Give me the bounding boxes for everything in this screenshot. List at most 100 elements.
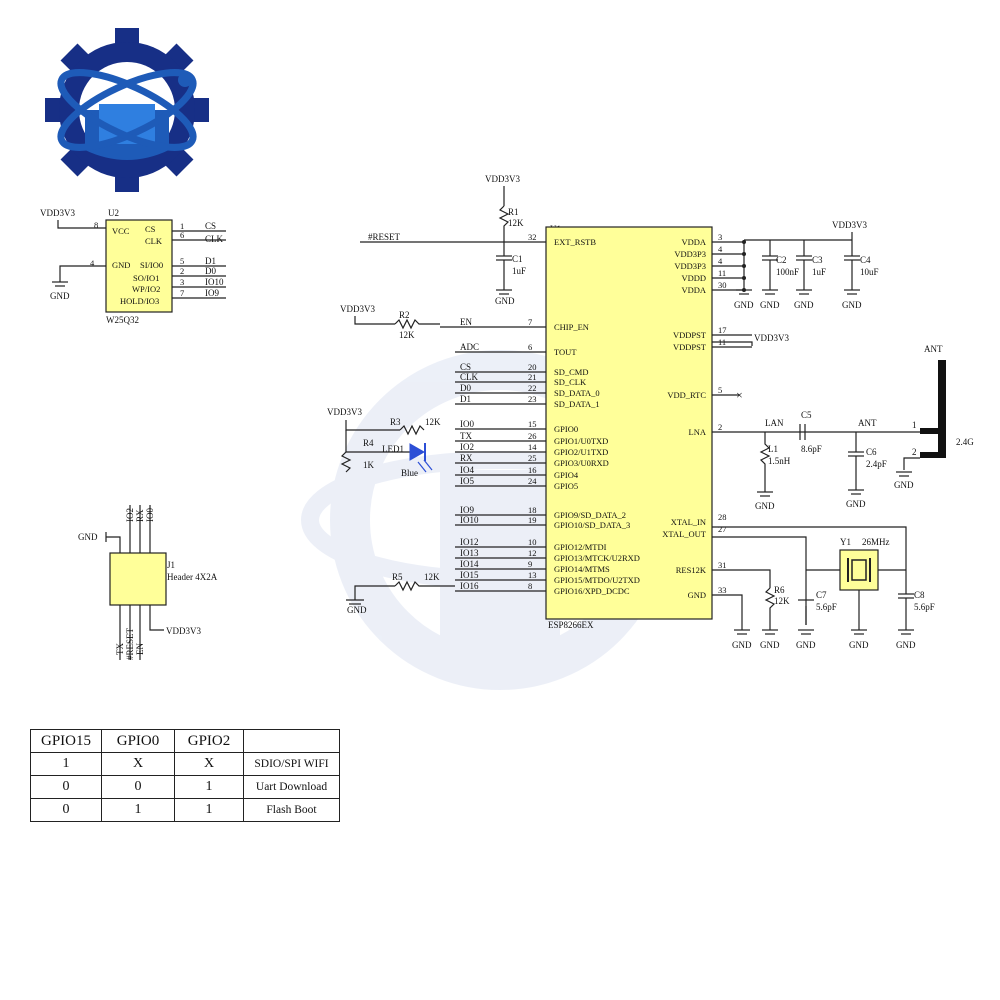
pin-name: VDD3P3 <box>674 249 706 259</box>
svg-text:R1: R1 <box>508 207 519 217</box>
net-label: RX <box>460 453 473 463</box>
pin-name: VDD_RTC <box>667 390 706 400</box>
gnd-label: GND <box>796 640 816 650</box>
pin-name: SD_CLK <box>554 377 587 387</box>
mcu-left-pin: SD_CMD 20 CS <box>455 362 588 377</box>
gnd-label: GND <box>849 640 869 650</box>
svg-text:GND: GND <box>894 480 914 490</box>
gnd-label: GND <box>760 640 780 650</box>
svg-text:VDD3V3: VDD3V3 <box>40 208 75 218</box>
pin-name: XTAL_IN <box>671 517 706 527</box>
svg-text:GND: GND <box>347 605 367 615</box>
header-gpio0: GPIO0 <box>101 729 175 753</box>
pin-number: 3 <box>718 232 722 242</box>
pin-number: 31 <box>718 560 727 570</box>
svg-text:VCC: VCC <box>112 226 130 236</box>
svg-text:1K: 1K <box>363 460 375 470</box>
net-label: CS <box>460 362 471 372</box>
gnd-label: GND <box>734 300 754 310</box>
pin-number: 17 <box>718 325 727 335</box>
svg-text:R5: R5 <box>392 572 403 582</box>
pin-name: GPIO3/U0RXD <box>554 458 609 468</box>
pin-number: 19 <box>528 515 537 525</box>
pin-number: 20 <box>528 362 537 372</box>
svg-text:12K: 12K <box>774 596 790 606</box>
pin-number: 4 <box>718 244 723 254</box>
net-label: IO9 <box>460 505 474 515</box>
pin-name: CHIP_EN <box>554 322 589 332</box>
svg-text:C4: C4 <box>860 255 871 265</box>
pin-name: GPIO2/U1TXD <box>554 447 608 457</box>
svg-text:26MHz: 26MHz <box>862 537 890 547</box>
table-cell: 0 <box>30 775 102 799</box>
net-label: IO15 <box>460 570 479 580</box>
header-gpio15: GPIO15 <box>30 729 102 753</box>
svg-text:1: 1 <box>180 221 184 231</box>
pin-name: LNA <box>689 427 707 437</box>
net-label: #RESET <box>368 232 401 242</box>
header-j1: J1 Header 4X2A GND IO2 RX IO0 VDD3V3 TX … <box>78 505 218 660</box>
table-cell: X <box>101 752 175 776</box>
no-connect-icon: × <box>736 388 743 402</box>
svg-text:1: 1 <box>912 420 917 430</box>
svg-text:R3: R3 <box>390 417 401 427</box>
svg-text:C1: C1 <box>512 254 523 264</box>
res12k-ground: R6 12K <box>712 569 790 630</box>
boot-led-circuit: VDD3V3 R3 12K R4 1K LED1 Blue <box>327 407 441 478</box>
pin-number: 10 <box>528 537 537 547</box>
svg-text:VDD3V3: VDD3V3 <box>327 407 362 417</box>
svg-text:100nF: 100nF <box>776 267 799 277</box>
mcu-right-pin: VDD3P3 4 <box>674 244 746 259</box>
gnd-label: GND <box>842 300 862 310</box>
atom-gear-logo <box>45 28 209 192</box>
svg-text:12K: 12K <box>399 330 415 340</box>
svg-text:C6: C6 <box>866 447 877 457</box>
table-cell: X <box>174 752 244 776</box>
pin-number: 5 <box>718 385 722 395</box>
pin-number: 26 <box>528 431 537 441</box>
pin-name: VDDA <box>681 237 706 247</box>
table-header-row: GPIO15 GPIO0 GPIO2 <box>30 729 340 753</box>
pin-name: GPIO16/XPD_DCDC <box>554 586 630 596</box>
svg-text:1.5nH: 1.5nH <box>768 456 791 466</box>
svg-text:C7: C7 <box>816 590 827 600</box>
pin-number: 32 <box>528 232 537 242</box>
svg-text:D0: D0 <box>205 266 216 276</box>
svg-text:GND: GND <box>78 532 98 542</box>
table-cell: 1 <box>30 752 102 776</box>
table-cell: Uart Download <box>243 775 340 799</box>
svg-text:C5: C5 <box>801 410 812 420</box>
svg-text:GND: GND <box>755 501 775 511</box>
pin-name: GPIO13/MTCK/U2RXD <box>554 553 640 563</box>
gpio15-pulldown: R5 12K GND <box>346 572 455 615</box>
svg-text:8: 8 <box>94 220 98 230</box>
svg-text:L1: L1 <box>768 444 778 454</box>
svg-text:CLK: CLK <box>205 234 224 244</box>
svg-text:8.6pF: 8.6pF <box>801 444 822 454</box>
svg-text:CLK: CLK <box>145 236 163 246</box>
pin-number: 21 <box>528 372 537 382</box>
svg-text:VDD3V3: VDD3V3 <box>166 626 201 636</box>
svg-text:2: 2 <box>180 266 184 276</box>
pin-name: VDDD <box>681 273 706 283</box>
svg-text:IO2: IO2 <box>125 508 135 522</box>
table-row: 1 X X SDIO/SPI WIFI <box>30 752 340 776</box>
pin-name: EXT_RSTB <box>554 237 596 247</box>
svg-text:SO/IO1: SO/IO1 <box>133 273 159 283</box>
pin-number: 18 <box>528 505 537 515</box>
pin-name: SD_CMD <box>554 367 588 377</box>
